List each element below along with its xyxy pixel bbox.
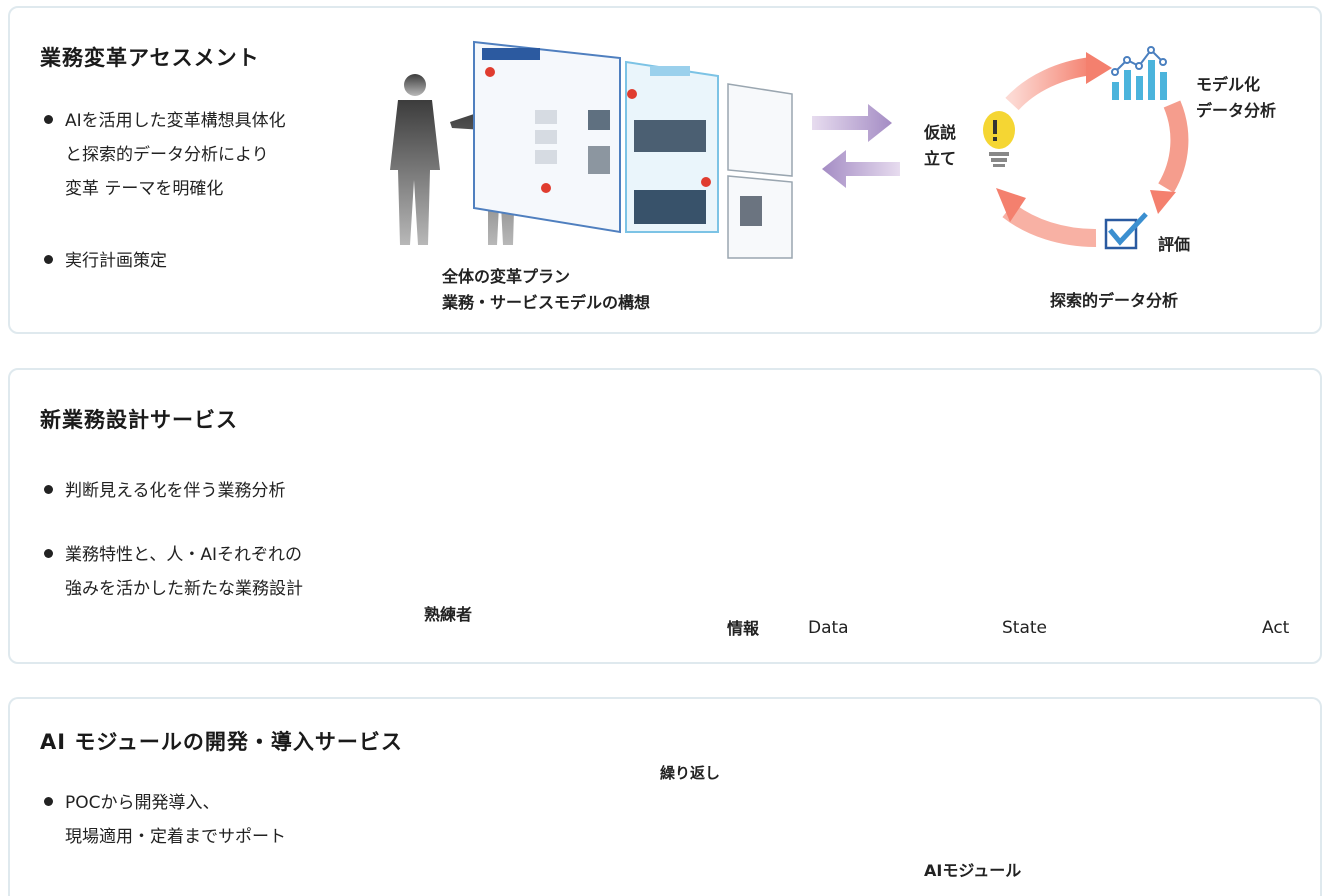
chart-icon [1111, 46, 1167, 100]
data-label: Data [808, 618, 849, 638]
ai-module-panel [8, 697, 1322, 896]
ai-module-label: AIモジュール [924, 861, 1022, 880]
repeat-label: 繰り返し [660, 764, 721, 782]
step-design-label: 設 計 [458, 814, 507, 835]
bullet-dot [44, 254, 53, 264]
plan-caption: 全体の変革プラン 業務・サービスモデルの構想 [442, 267, 651, 312]
model-analysis-label: モデル化 データ分析 [1196, 75, 1277, 120]
cycle-arrows [996, 52, 1189, 248]
assessment-bullet-2: 実行計画策定 [44, 244, 167, 278]
stage-perception-label: 知覚 [726, 408, 766, 429]
plan-screens [473, 40, 793, 259]
info-label: 情報 [727, 619, 760, 638]
work-design-title: 新業務設計サービス [40, 408, 238, 432]
step-evaluate-label: 評価・検証 [710, 814, 810, 835]
act-label: Act [1262, 618, 1290, 638]
evaluate-label: 評価 [1158, 235, 1191, 254]
stage-interpretation-label: 解釈 [900, 408, 940, 429]
assessment-title: 業務変革アセスメント [40, 46, 260, 70]
bullet-dot [44, 114, 53, 124]
checkbox-icon [1104, 212, 1148, 250]
stage-decision-label: 決断・実行 [1118, 408, 1218, 429]
state-label: State [1002, 618, 1047, 638]
exchange-arrows [812, 104, 900, 188]
step-learn-label: 学 習 [584, 814, 633, 835]
ai-module-title: AI モジュールの開発・導入サービス [40, 730, 403, 754]
bullet-dot [44, 796, 53, 806]
work-design-bullet-1: 判断見える化を伴う業務分析 [44, 474, 286, 508]
ai-module-bullet-1: POCから開発導入、 現場適用・定着までサポート [44, 786, 286, 854]
hypothesis-label: 仮説 立て [924, 123, 957, 168]
lightbulb-icon [983, 111, 1015, 167]
work-design-panel [8, 368, 1322, 664]
bullet-dot [44, 484, 53, 494]
expert-label: 熟練者 [424, 605, 473, 624]
assessment-bullet-1: AIを活用した変革構想具体化 と探索的データ分析により 変革 テーマを明確化 [44, 104, 286, 206]
operate-label: 運用・定着 [1132, 815, 1227, 835]
work-design-bullet-2: 業務特性と、人・AIそれぞれの 強みを活かした新たな業務設計 [44, 538, 303, 606]
exploratory-caption: 探索的データ分析 [1050, 291, 1179, 310]
bullet-dot [44, 548, 53, 558]
